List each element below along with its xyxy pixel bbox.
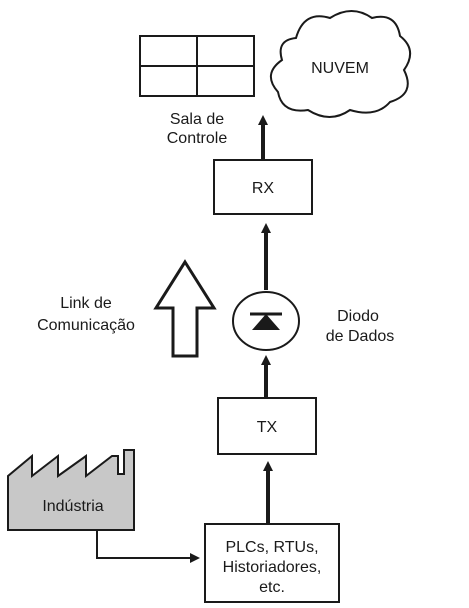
- link-arrow-icon: [153, 259, 217, 358]
- cloud-shape: [270, 10, 411, 118]
- factory-shape: [7, 449, 135, 531]
- tx-box: [217, 397, 317, 455]
- link-label-line1: Link de: [60, 295, 112, 312]
- tx-label: TX: [257, 419, 278, 436]
- connector-industry-to-devices: [96, 530, 200, 563]
- devices-box: [204, 523, 340, 603]
- rx-box: [213, 159, 313, 215]
- control-room-label-line2: Controle: [167, 130, 228, 147]
- control-room-window: [139, 35, 255, 97]
- diode-label-line1: Diodo: [337, 308, 379, 325]
- cloud-label: NUVEM: [311, 60, 369, 77]
- link-label-line2: Comunicação: [37, 317, 135, 334]
- industry-label: Indústria: [42, 498, 103, 515]
- diode-label-line2: de Dados: [326, 328, 395, 345]
- devices-label-line3: etc.: [259, 579, 285, 596]
- devices-label-line2: Historiadores,: [223, 559, 322, 576]
- control-room-label-line1: Sala de: [170, 111, 224, 128]
- data-diode-icon: [232, 291, 300, 351]
- rx-label: RX: [252, 180, 275, 197]
- devices-label-line1: PLCs, RTUs,: [225, 539, 318, 556]
